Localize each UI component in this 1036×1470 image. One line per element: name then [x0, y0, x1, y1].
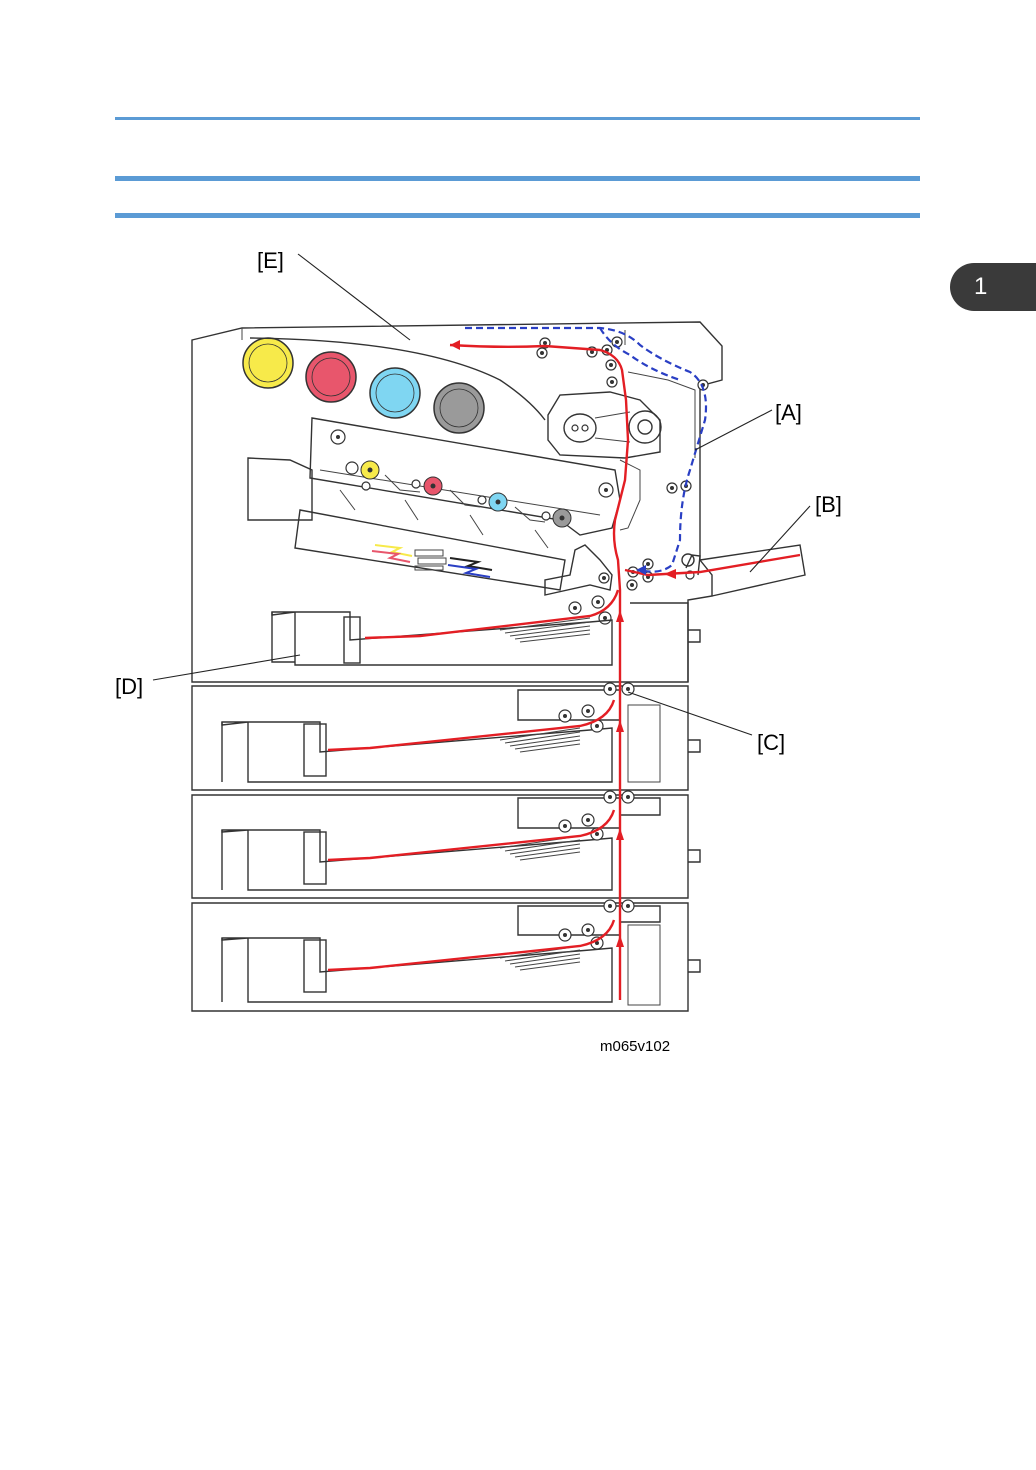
figure-caption: m065v102 — [600, 1038, 670, 1055]
paper-stacks — [500, 618, 590, 970]
bypass-tray — [643, 545, 805, 596]
toner-black — [434, 383, 484, 433]
label-b: [B] — [815, 492, 842, 517]
leader-b — [750, 506, 810, 572]
duplex-path — [465, 328, 706, 575]
paper-feed-path — [328, 340, 800, 1000]
label-d: [D] — [115, 674, 143, 699]
leader-a — [695, 410, 772, 450]
leader-c — [628, 692, 752, 735]
laser-unit — [372, 545, 492, 577]
label-e: [E] — [257, 248, 284, 273]
toner-cyan — [370, 368, 420, 418]
feed-rollers — [559, 683, 634, 949]
toner-yellow — [243, 338, 293, 388]
fusing-unit — [548, 372, 695, 458]
label-c: [C] — [757, 730, 785, 755]
leader-d — [153, 655, 300, 680]
toner-magenta — [306, 352, 356, 402]
label-a: [A] — [775, 400, 802, 425]
toner-bottles — [243, 338, 484, 433]
paper-tray-units — [192, 686, 700, 1011]
